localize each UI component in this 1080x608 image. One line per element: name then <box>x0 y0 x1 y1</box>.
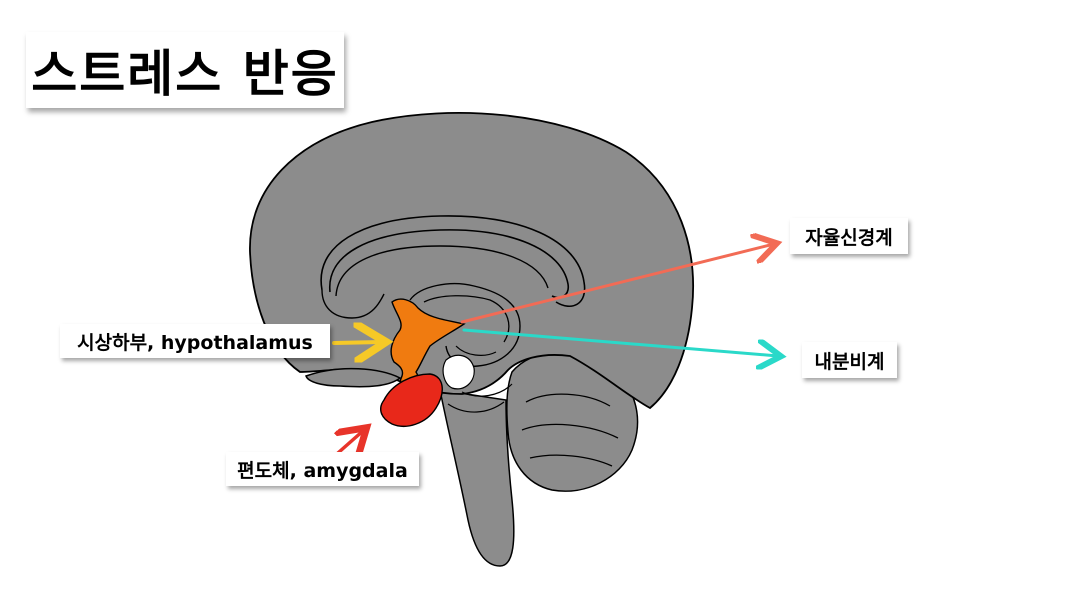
hypothalamus-label: 시상하부, hypothalamus <box>60 324 330 358</box>
endocrine-system-label: 내분비계 <box>802 342 897 378</box>
arrow-to-endocrine <box>462 328 778 356</box>
amygdala-label: 편도체, amygdala <box>226 452 419 486</box>
page-title: 스트레스 반응 <box>31 45 339 103</box>
autonomic-nervous-system-label: 자율신경계 <box>790 218 908 254</box>
brainstem-shape <box>439 389 515 567</box>
corpus-callosum-outline <box>320 215 586 307</box>
amygdala-shape <box>380 373 443 427</box>
arrow-to-hypothalamus <box>332 342 382 343</box>
title-card: 스트레스 반응 <box>26 32 344 108</box>
arrow-to-autonomic <box>460 244 774 324</box>
